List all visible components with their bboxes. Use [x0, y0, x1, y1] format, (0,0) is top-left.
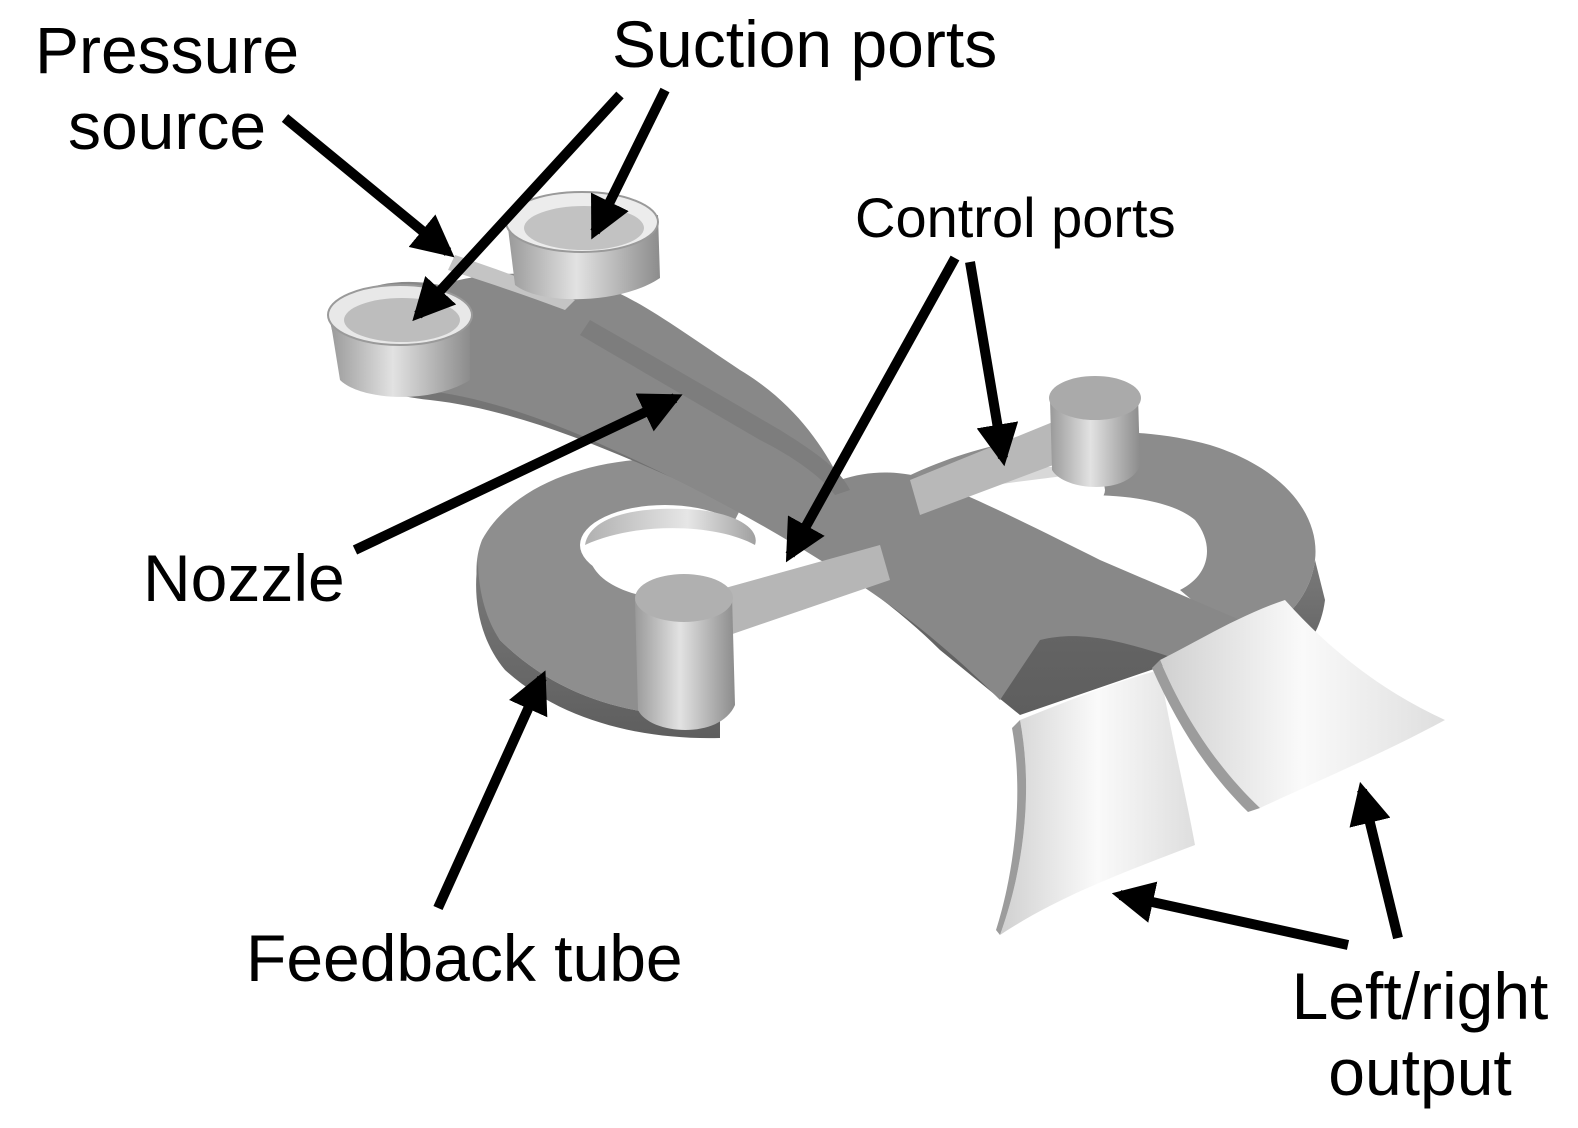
nozzle-label: Nozzle	[143, 541, 345, 615]
left-output-diffuser	[996, 670, 1195, 935]
suction-port	[505, 191, 660, 300]
control-port-left	[635, 545, 890, 730]
arrow-pressure-source	[281, 114, 455, 258]
main-body	[330, 255, 1240, 715]
pressure-source-line-1: Pressure	[34, 13, 300, 87]
suction-ports-label: Suction ports	[612, 7, 998, 81]
left-right-output-line-2: output	[1328, 1035, 1512, 1109]
arrow-nozzle	[352, 393, 683, 555]
control-ports-label: Control ports	[855, 186, 1176, 249]
pressure-source-port	[327, 284, 473, 397]
right-output-diffuser	[1152, 600, 1445, 812]
left-right-output-label: Left/right output	[1275, 958, 1565, 1110]
feedback-tube-label: Feedback tube	[246, 921, 683, 995]
arrow-suction-port-1	[412, 91, 624, 322]
arrow-feedback-tube	[433, 670, 548, 911]
arrow-suction-port-2	[590, 87, 670, 240]
left-right-output-line-1: Left/right	[1291, 959, 1549, 1033]
arrow-right-output	[1349, 781, 1403, 940]
arrow-control-port-1	[785, 255, 960, 563]
arrow-control-port-2	[965, 261, 1019, 467]
arrow-left-output	[1111, 881, 1350, 950]
pressure-source-line-2: source	[67, 89, 267, 163]
pressure-source-label: Pressure source	[22, 12, 312, 164]
callout-arrows	[281, 87, 1403, 950]
